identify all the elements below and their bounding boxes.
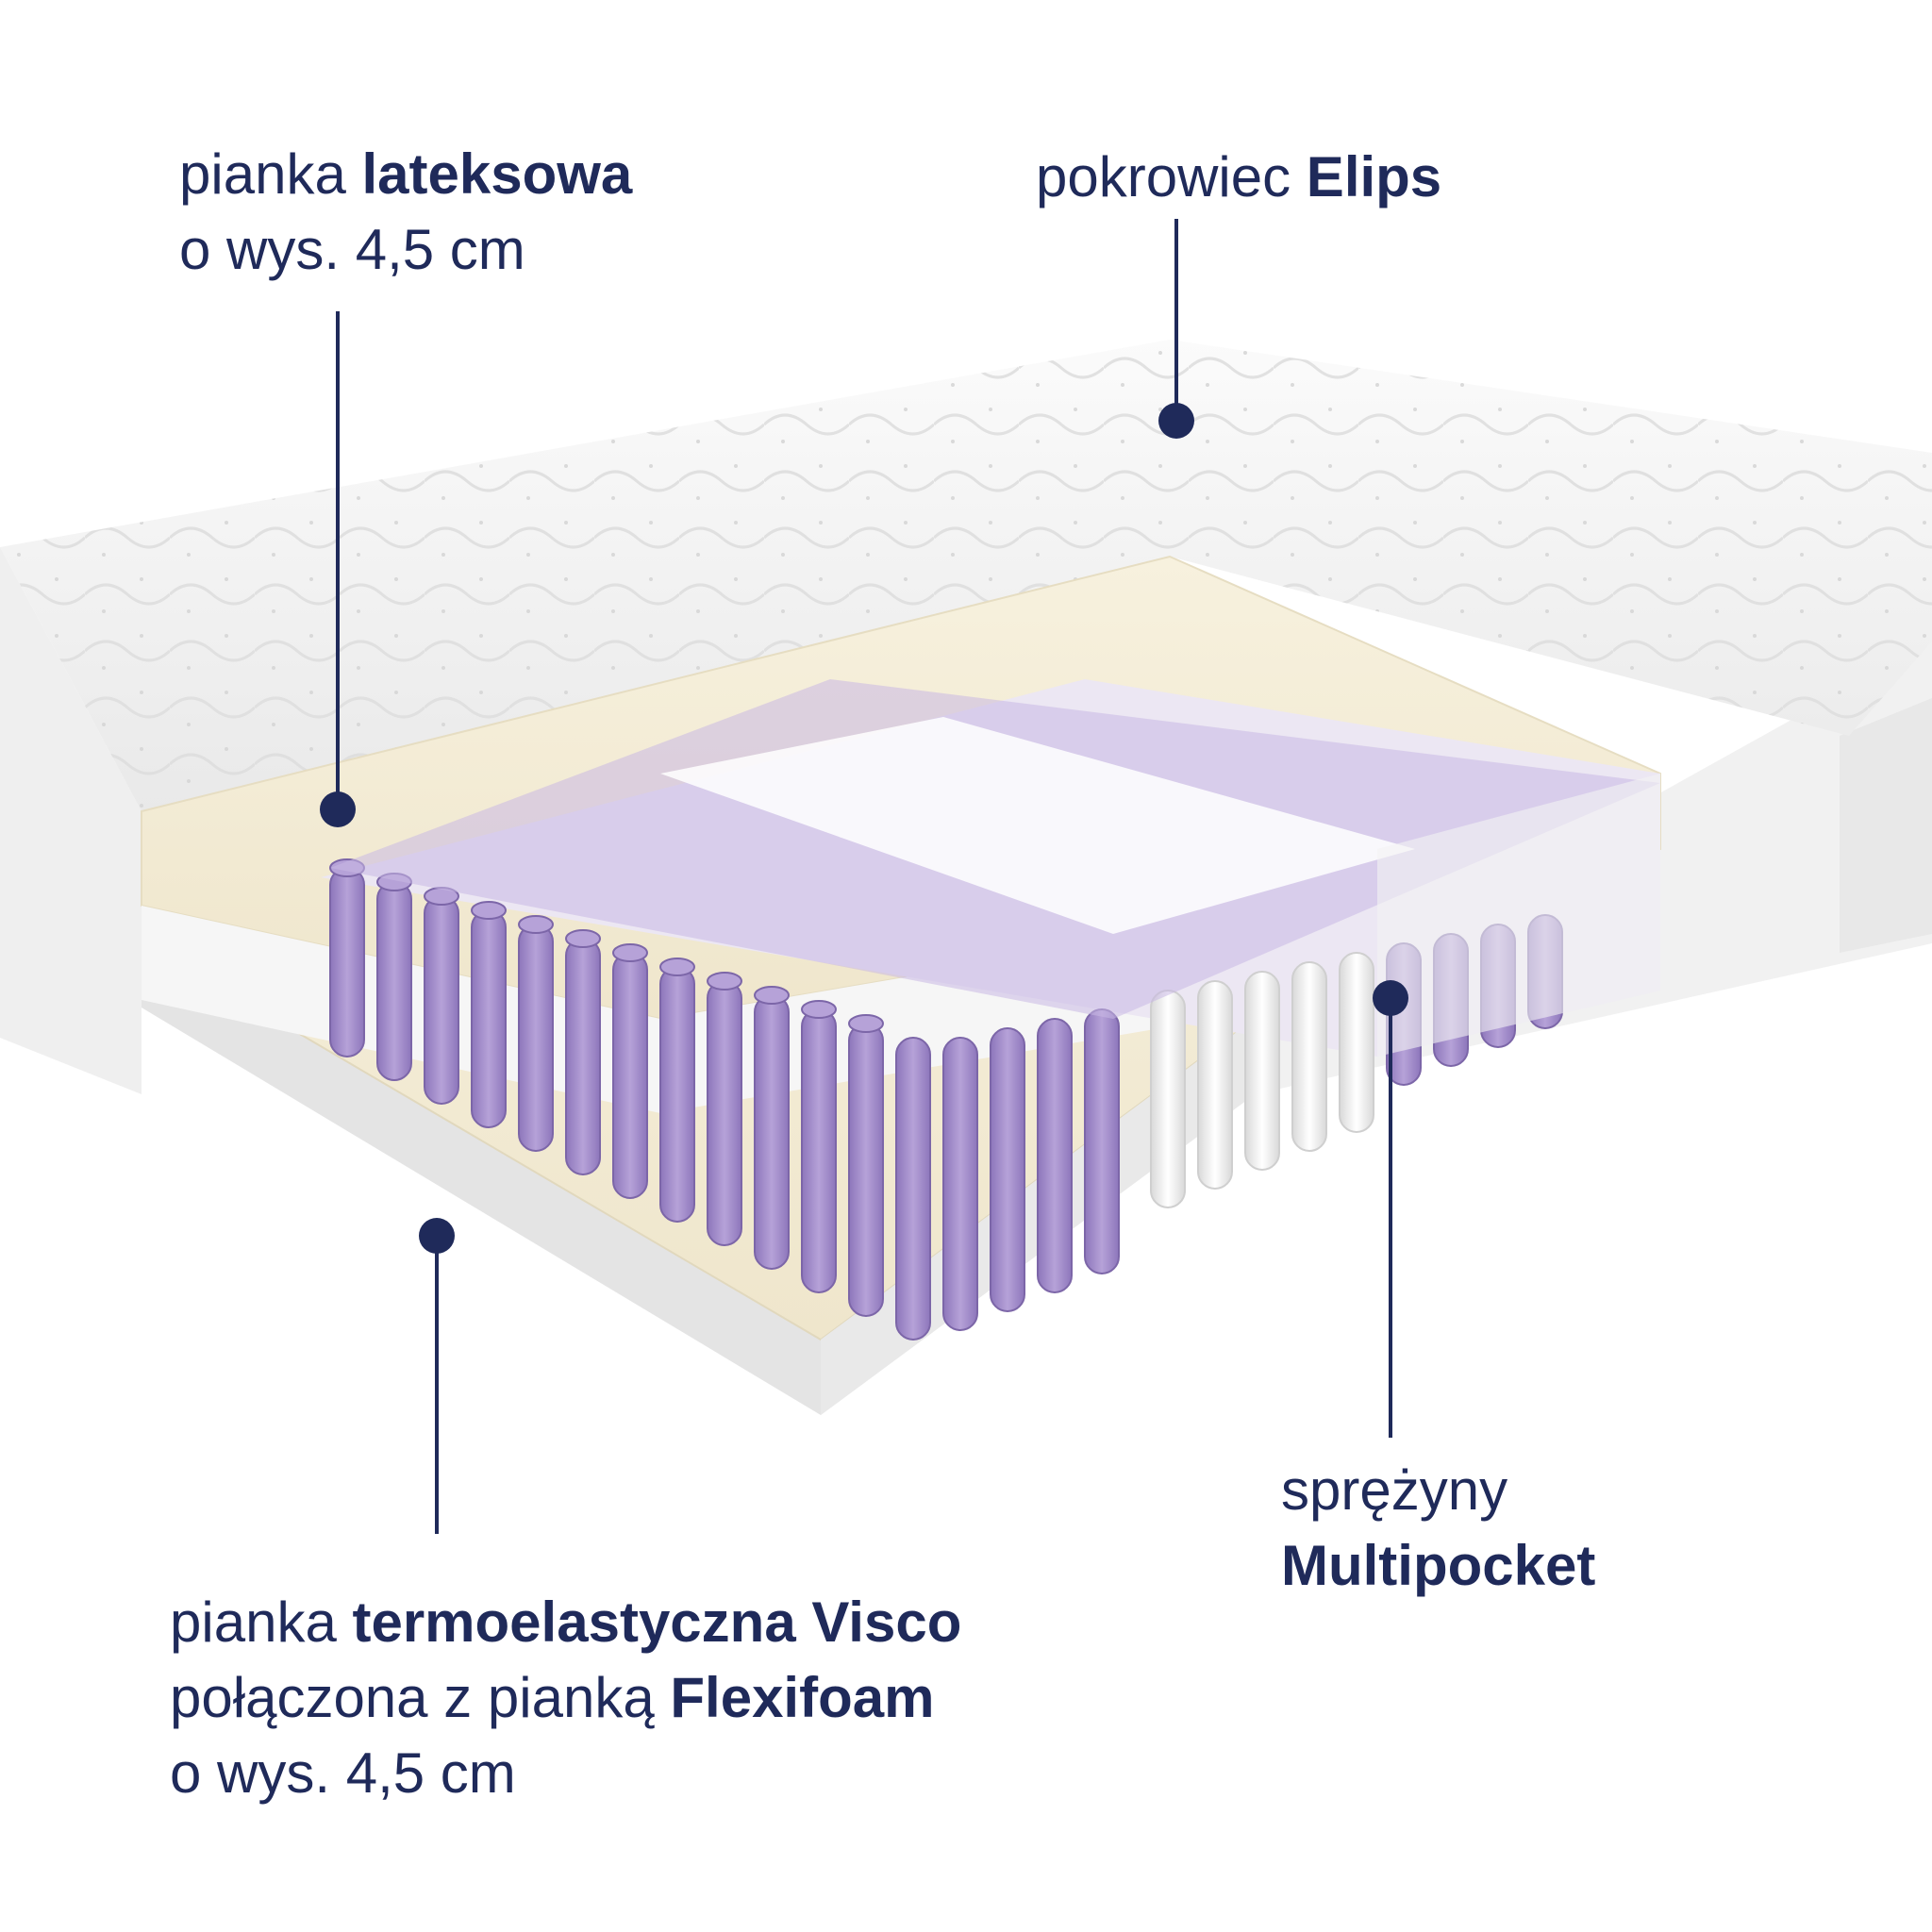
label-springs: sprężyny Multipocket [1281,1453,1595,1604]
label-cover-bold: Elips [1306,145,1442,208]
label-visco-lead: pianka [170,1591,337,1654]
marker-dot-icon [419,1218,455,1254]
label-visco-line2-lead: połączona z pianką [170,1666,655,1729]
marker-dot-icon [1158,403,1194,439]
label-latex-bold: lateksowa [361,142,633,206]
label-cover: pokrowiec Elips [1036,140,1441,215]
marker-dot-icon [1373,980,1408,1016]
label-latex-foam: pianka lateksowa o wys. 4,5 cm [179,137,632,288]
label-latex-lead: pianka [179,142,346,206]
label-springs-lead: sprężyny [1281,1458,1508,1522]
label-springs-bold: Multipocket [1281,1534,1596,1597]
label-visco-foam: pianka termoelastyczna Visco połączona z… [170,1585,961,1811]
pocket-springs-grid [329,679,1660,1341]
label-visco-line2-bold: Flexifoam [670,1666,935,1729]
label-visco-bold: termoelastyczna Visco [352,1591,962,1654]
label-visco-height: o wys. 4,5 cm [170,1741,516,1805]
label-latex-height: o wys. 4,5 cm [179,218,525,281]
label-cover-lead: pokrowiec [1036,145,1291,208]
marker-dot-icon [320,791,356,827]
